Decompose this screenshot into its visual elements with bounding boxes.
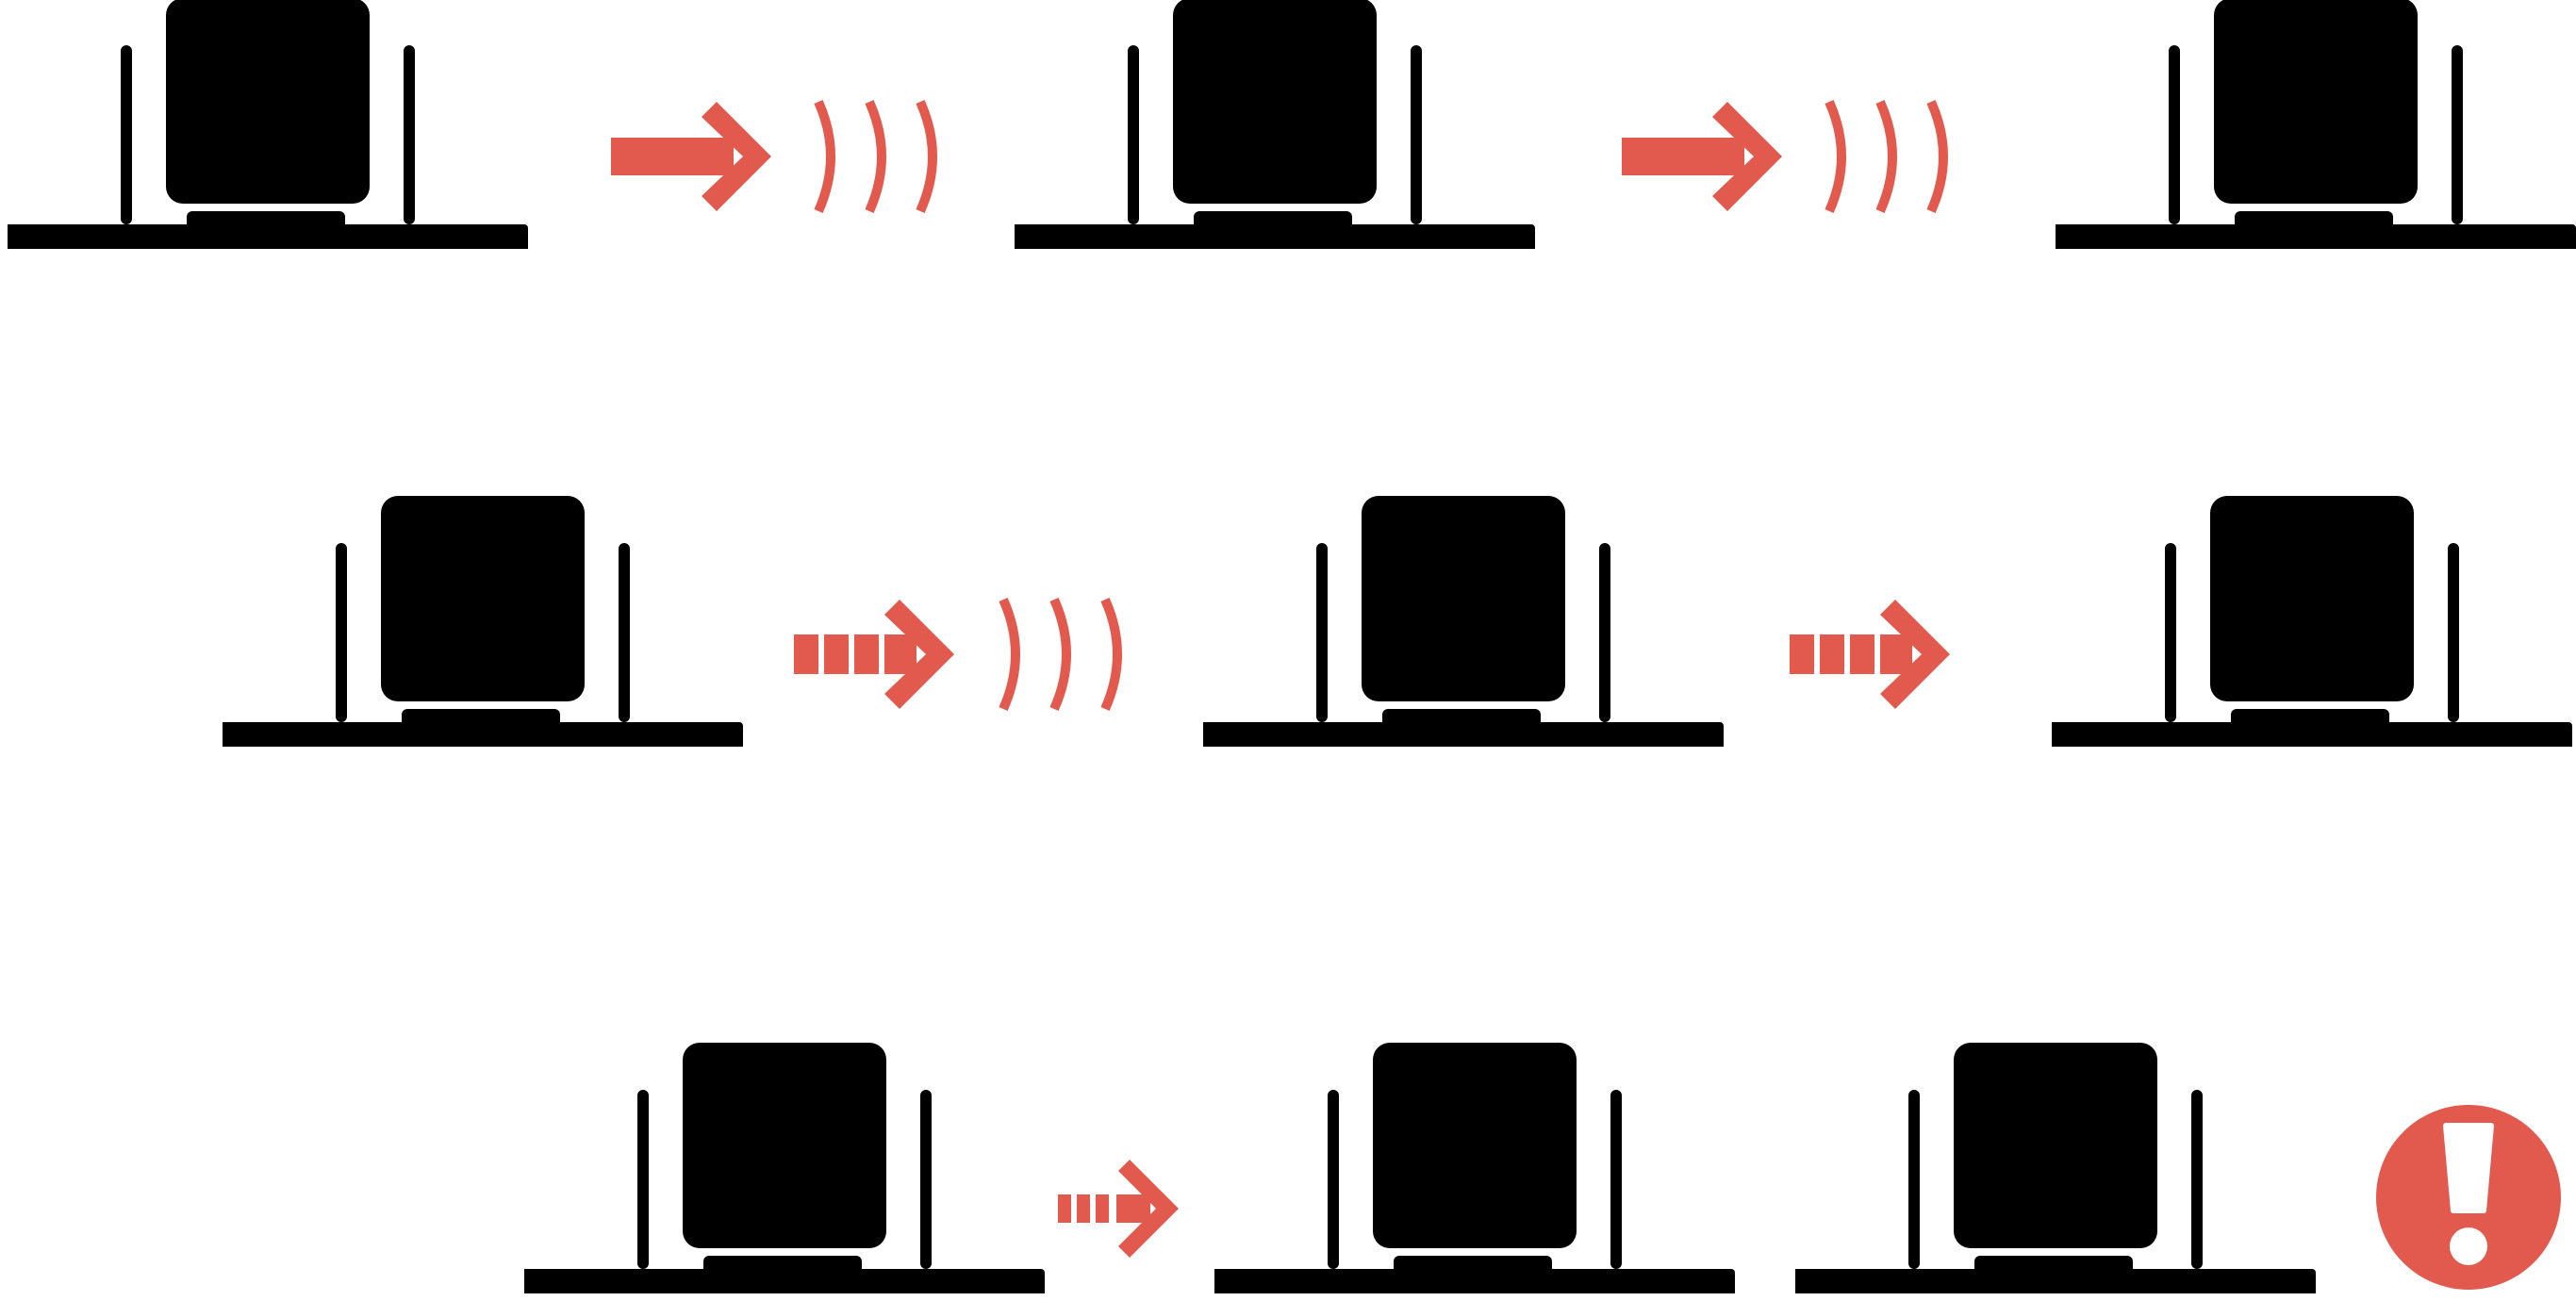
arrow-solid-icon [1622, 102, 1782, 211]
device-inactive [1203, 496, 1724, 747]
arrow-dashed-icon [794, 600, 954, 709]
device-inactive [1795, 1043, 2316, 1293]
device-active [524, 1043, 1045, 1293]
exclamation-alert-icon [2376, 1105, 2561, 1290]
arrow-dashed-small-icon [1058, 1160, 1179, 1258]
arrow-solid-icon [611, 102, 771, 211]
row-3 [524, 1043, 2561, 1293]
device-active [223, 496, 743, 747]
signal-waves-icon [818, 102, 933, 211]
device-inactive [1214, 1043, 1735, 1293]
row-1 [8, 0, 2576, 249]
device-inactive [2052, 496, 2572, 747]
device-inactive [1015, 0, 1535, 249]
device-inactive [2056, 0, 2576, 249]
device-active [8, 0, 528, 249]
signal-waves-icon [1003, 600, 1117, 709]
row-2 [223, 496, 2572, 747]
signal-waves-icon [1829, 102, 1943, 211]
arrow-dashed-icon [1790, 600, 1950, 709]
